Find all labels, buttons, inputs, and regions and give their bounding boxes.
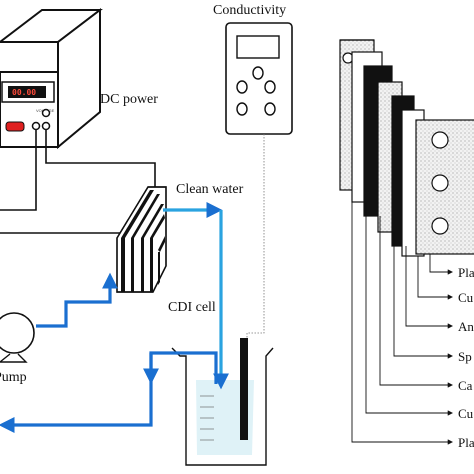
dc-power-supply: 00.00 VOLTAGE — [0, 7, 103, 150]
pump-label: Pump — [0, 370, 27, 385]
layer-label-4: Sp — [458, 349, 472, 364]
probe-cable — [246, 134, 265, 370]
meter-button-right — [264, 80, 276, 94]
wire-return — [0, 232, 131, 243]
beaker — [171, 338, 274, 466]
end-plate-front — [415, 119, 474, 255]
pump — [0, 312, 35, 363]
flow-return — [0, 351, 218, 433]
layer-labels: Pla Cu An Sp Ca Cu Pla — [458, 265, 474, 450]
wire-negative — [0, 129, 37, 211]
conductivity-label: Conductivity — [213, 3, 286, 18]
leader-cathode — [405, 246, 454, 329]
meter-display — [236, 35, 280, 59]
flow-pump-out — [36, 272, 118, 328]
dc-display — [8, 86, 46, 98]
exploded-cdi-stack — [339, 39, 474, 257]
power-switch — [5, 121, 25, 132]
cdi-cell-label: CDI cell — [168, 300, 216, 315]
layer-label-7: Pla — [458, 435, 474, 450]
layer-label-5: Ca — [458, 378, 473, 393]
leader-spacer — [393, 232, 454, 359]
meter-button-lower-right — [264, 102, 276, 116]
pump-base — [0, 353, 28, 363]
conductivity-meter — [225, 22, 293, 135]
conductivity-probe — [240, 338, 248, 440]
voltage-knob — [41, 108, 51, 118]
leader-anode — [379, 216, 454, 388]
leader-current-collector-1 — [365, 202, 454, 416]
dc-display-value: 00.00 — [12, 88, 36, 97]
leader-current-collector-2 — [417, 256, 454, 300]
layer-label-3: An — [458, 319, 474, 334]
terminal-positive — [41, 121, 51, 131]
layer-label-6: Cu — [458, 406, 474, 421]
meter-button-center — [252, 66, 264, 80]
clean-water-label: Clean water — [176, 182, 244, 197]
wire-positive — [45, 129, 156, 192]
water-flow — [0, 202, 229, 433]
terminal-negative — [31, 121, 41, 131]
meter-button-lower-left — [236, 102, 248, 116]
dc-power-label: DC power — [100, 92, 158, 107]
leader-plate-front — [429, 254, 454, 275]
leader-lines — [351, 190, 454, 445]
cdi-cell — [116, 186, 167, 293]
leader-plate-back — [351, 190, 454, 445]
layer-label-2: Cu — [458, 290, 474, 305]
layer-label-1: Pla — [458, 265, 474, 280]
meter-button-left — [236, 80, 248, 94]
pump-body — [0, 312, 35, 354]
